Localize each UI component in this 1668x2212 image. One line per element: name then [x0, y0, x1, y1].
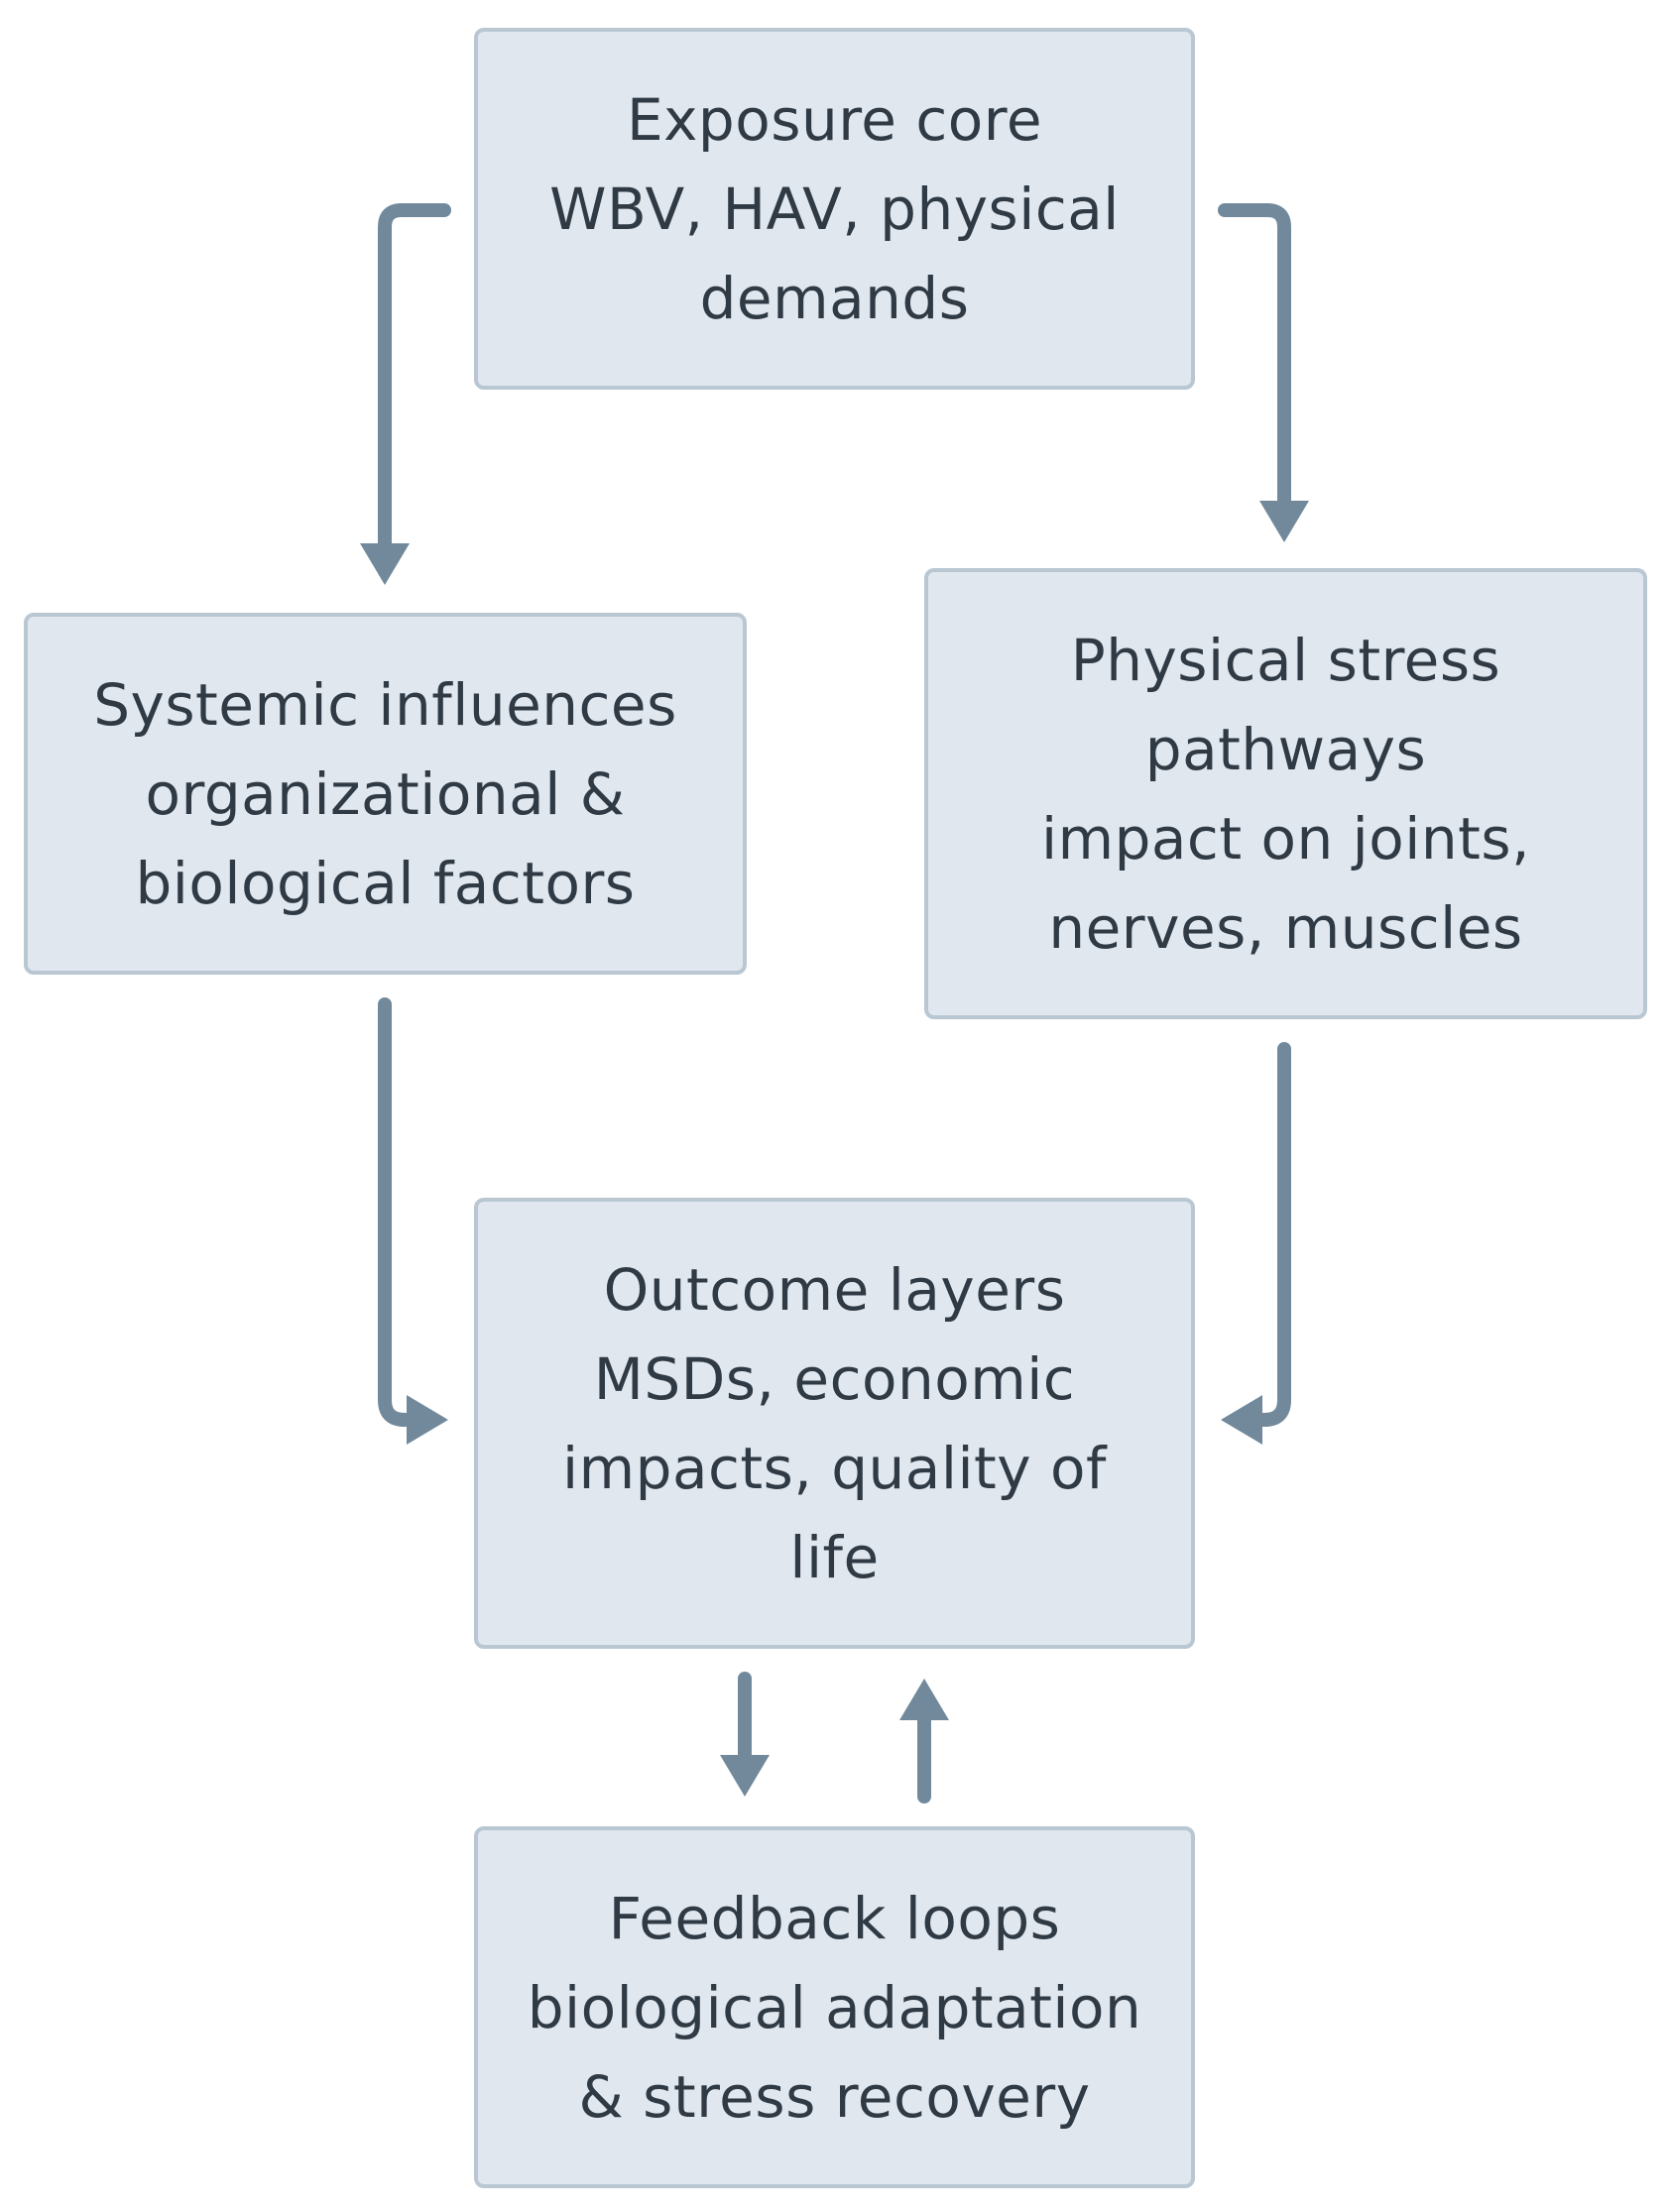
node-line: & stress recovery	[578, 2062, 1091, 2131]
node-systemic-influences: Systemic influences organizational & bio…	[24, 613, 747, 975]
node-line: impacts, quality of	[562, 1434, 1107, 1502]
node-line: life	[789, 1523, 880, 1591]
node-line: Outcome layers	[603, 1255, 1066, 1324]
node-line: demands	[699, 264, 970, 332]
node-line: biological adaptation	[527, 1973, 1142, 2041]
node-physical-stress-pathways: Physical stress pathways impact on joint…	[924, 568, 1647, 1019]
node-line: impact on joints,	[1040, 804, 1531, 873]
edge-feedback-to-outcome	[899, 1679, 949, 1804]
edge-exposure-to-systemic	[360, 203, 451, 585]
edge-exposure-to-physical	[1218, 203, 1309, 542]
node-line: organizational &	[145, 759, 626, 828]
node-line: WBV, HAV, physical	[549, 175, 1120, 243]
node-exposure-core: Exposure core WBV, HAV, physical demands	[474, 28, 1195, 390]
node-line: pathways	[1144, 715, 1427, 783]
edge-systemic-to-outcome	[378, 997, 448, 1445]
node-line: Feedback loops	[608, 1884, 1061, 1952]
node-line: biological factors	[135, 849, 636, 917]
node-line: Physical stress	[1070, 626, 1501, 694]
node-line: Systemic influences	[93, 670, 677, 739]
node-feedback-loops: Feedback loops biological adaptation & s…	[474, 1826, 1195, 2188]
edge-physical-to-outcome	[1221, 1042, 1291, 1445]
node-outcome-layers: Outcome layers MSDs, economic impacts, q…	[474, 1198, 1195, 1649]
node-line: Exposure core	[626, 85, 1043, 154]
node-line: MSDs, economic	[593, 1344, 1076, 1413]
node-line: nerves, muscles	[1048, 893, 1523, 962]
edge-outcome-to-feedback	[720, 1672, 770, 1797]
